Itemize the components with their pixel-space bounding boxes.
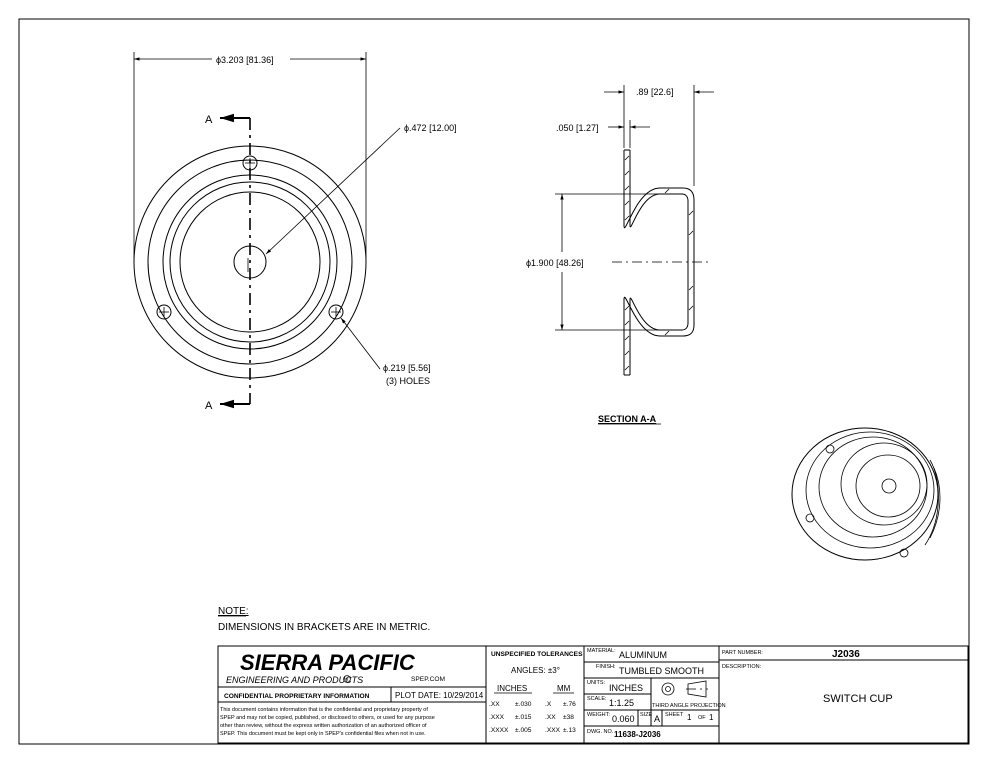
svg-text:FINISH:: FINISH: [596, 664, 616, 670]
company-subtitle: ENGINEERING AND PRODUCTS [226, 675, 363, 685]
company-website: SPEP.COM [411, 676, 445, 683]
svg-text:WEIGHT:: WEIGHT: [587, 712, 610, 718]
dim-thickness: .050 [1.27] [556, 123, 599, 133]
section-letter-bottom: A [205, 400, 213, 412]
sheet-total: 1 [709, 713, 714, 722]
tolerances-heading: UNSPECIFIED TOLERANCES [491, 651, 583, 658]
sheet-number: 1 [687, 713, 692, 722]
svg-text:MATERIAL:: MATERIAL: [587, 648, 616, 654]
svg-text:SIZE: SIZE [640, 712, 653, 718]
svg-text:±.030: ±.030 [515, 701, 532, 708]
dim-depth: .89 [22.6] [636, 87, 674, 97]
svg-text:.XXX: .XXX [545, 727, 561, 734]
mount-hole-left [156, 304, 172, 320]
tolerances-mm-label: MM [557, 684, 571, 693]
confidential-line-2: SPEP and may not be copied, published, o… [220, 715, 435, 721]
sheet-border [18, 18, 970, 745]
section-letter-top: A [205, 114, 213, 126]
units-value: INCHES [609, 683, 643, 693]
drawing-number: 11638-J2036 [614, 730, 661, 739]
svg-text:.XX: .XX [489, 701, 500, 708]
company-name: SIERRA PACIFIC [240, 650, 416, 675]
svg-text:R: R [345, 677, 349, 682]
size-value: A [654, 714, 660, 724]
dim-mount-hole: ϕ.219 [5.56] [383, 363, 431, 373]
dim-center-hole: ϕ.472 [12.00] [404, 123, 457, 133]
svg-text:SHEET: SHEET [665, 712, 684, 718]
svg-text:±38: ±38 [563, 714, 574, 721]
svg-text:.X: .X [545, 701, 552, 708]
plot-date: PLOT DATE: 10/29/2014 [395, 691, 484, 700]
tolerances-inches-label: INCHES [497, 684, 527, 693]
svg-text:UNITS:: UNITS: [587, 680, 606, 686]
third-angle-projection-icon [661, 680, 708, 698]
projection-label: THIRD ANGLE PROJECTION [652, 703, 726, 709]
svg-text:PART NUMBER:: PART NUMBER: [722, 650, 763, 656]
registered-mark-icon [343, 675, 351, 683]
dim-outer-diameter: ϕ3.203 [81.36] [216, 55, 274, 65]
mount-hole-right [328, 304, 344, 320]
svg-text:±.005: ±.005 [515, 727, 532, 734]
section-title: SECTION A-A [598, 414, 657, 424]
svg-text:SCALE:: SCALE: [587, 696, 607, 702]
notes-heading: NOTE: [218, 606, 249, 617]
scale-value: 1:1.25 [609, 698, 634, 708]
svg-text:±.76: ±.76 [563, 701, 576, 708]
weight-value: 0.060 [612, 714, 635, 724]
svg-text:OF: OF [698, 715, 706, 721]
svg-text:DWG. NO.: DWG. NO. [587, 729, 614, 735]
holes-note: (3) HOLES [386, 376, 430, 386]
part-number: J2036 [832, 649, 860, 660]
confidential-line-1: This document contains information that … [220, 707, 428, 713]
tolerances-angles: ANGLES: ±3° [511, 666, 560, 675]
svg-text:.XX: .XX [545, 714, 556, 721]
part-description: SWITCH CUP [823, 693, 893, 705]
dim-cup-diameter: ϕ1.900 [48.26] [526, 258, 584, 268]
confidential-line-4: SPEP. This document must be kept only in… [220, 731, 426, 737]
svg-text:±.13: ±.13 [563, 727, 576, 734]
notes: NOTE: DIMENSIONS IN BRACKETS ARE IN METR… [218, 606, 430, 633]
iso-center-hole [881, 478, 897, 494]
svg-text:.XXXX: .XXXX [489, 727, 509, 734]
confidential-line-3: other than review, without the express w… [220, 723, 427, 729]
svg-text:DESCRIPTION:: DESCRIPTION: [722, 664, 762, 670]
title-block: SIERRA PACIFIC ENGINEERING AND PRODUCTS … [217, 645, 969, 744]
svg-text:.XXX: .XXX [489, 714, 505, 721]
section-view: .89 [22.6] .050 [1.27] ϕ1.900 [48.26] SE… [526, 85, 714, 425]
front-view: A A ϕ3.203 [81.36] ϕ.472 [12.00] ϕ.219 [… [133, 52, 457, 412]
finish-value: TUMBLED SMOOTH [619, 666, 704, 676]
notes-line: DIMENSIONS IN BRACKETS ARE IN METRIC. [218, 622, 430, 633]
svg-text:±.015: ±.015 [515, 714, 532, 721]
isometric-view [791, 427, 941, 561]
material-value: ALUMINUM [619, 650, 667, 660]
confidential-heading: CONFIDENTIAL PROPRIETARY INFORMATION [224, 693, 370, 700]
